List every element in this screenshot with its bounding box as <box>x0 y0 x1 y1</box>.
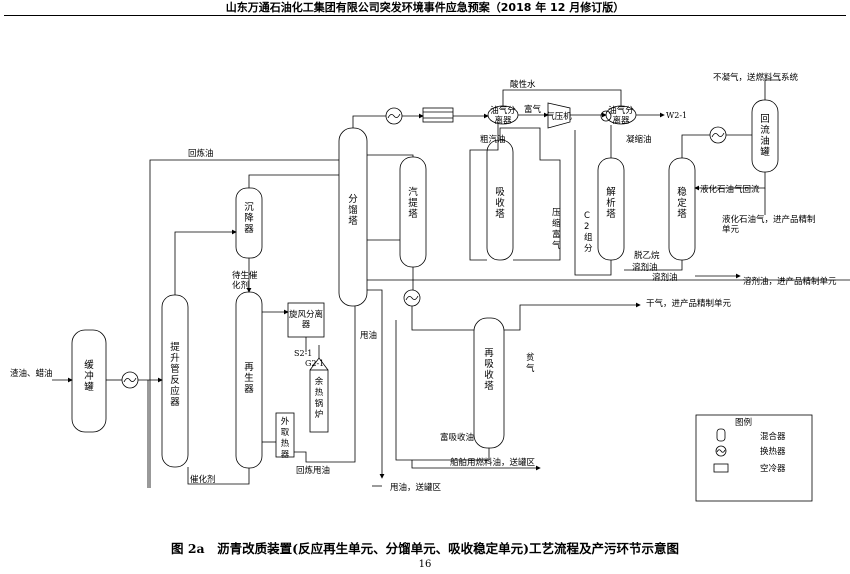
separator2-label: 油气分离器 <box>608 105 634 126</box>
ext-heat-label: 外取热器 <box>281 416 290 460</box>
compressor-label: 气压机 <box>546 111 572 122</box>
boiler-shape <box>309 369 329 433</box>
g2-label: G2-1 <box>305 359 324 368</box>
settler-label: 沉降器 <box>244 202 254 235</box>
ship-fuel-label: 船舶用燃料油，送罐区 <box>450 457 536 468</box>
spent-catalyst-label: 待生催化剂 <box>232 270 258 291</box>
figure-caption: 图 2a 沥青改质装置(反应再生单元、分馏单元、吸收稳定单元)工艺流程及产污环节… <box>171 541 679 556</box>
fractionator-label: 分馏塔 <box>348 194 358 227</box>
reabsorber-label: 再吸收塔 <box>484 348 494 392</box>
boiler-label: 余热锅炉 <box>315 376 324 420</box>
regenerator-label: 再生器 <box>244 362 254 395</box>
cyclone-label: 旋风分离器 <box>289 309 323 330</box>
dry-gas-label: 干气，进产品精制单元 <box>646 298 732 309</box>
solvent-oil2-label: 溶剂油 <box>652 272 678 283</box>
riser-reactor-label: 提升管反应器 <box>170 341 180 408</box>
rich-gas-label: 富气 <box>524 104 542 115</box>
desorber-label: 解析塔 <box>606 186 616 220</box>
recycle-oil-label: 回炼油 <box>188 148 214 159</box>
compressed-rich-gas-label: 压缩富气 <box>552 208 561 251</box>
header-rule <box>4 15 846 16</box>
condensate-label: 凝缩油 <box>626 134 652 145</box>
noncond-label: 不凝气，送燃料气系统 <box>713 72 799 83</box>
solvent-oil-label: 溶剂油 <box>632 262 658 273</box>
w2-label: W2-1 <box>666 111 687 120</box>
crude-gasoline-label: 粗汽油 <box>480 134 506 145</box>
buffer-tank-label: 缓冲罐 <box>84 359 94 393</box>
lean-gas-label: 贫气 <box>526 352 535 374</box>
absorber-label: 吸收塔 <box>495 187 505 220</box>
s2-label: S2-1 <box>294 349 312 358</box>
catalyst-label: 催化剂 <box>190 474 216 485</box>
air-cooler-shape <box>422 107 454 123</box>
reflux-tank-label: 回流油罐 <box>760 114 770 158</box>
legend-icons <box>713 428 729 473</box>
lpg-reflux-label: 液化石油气回流 <box>700 184 760 195</box>
deethanized-label: 脱乙烷 <box>634 250 660 261</box>
acid-water-label: 酸性水 <box>510 79 536 90</box>
lpg-label: 液化石油气，进产品精制单元 <box>722 214 816 235</box>
legend-title: 图例 <box>735 417 752 428</box>
solvent-product-label: 溶剂油，进产品精制单元 <box>743 276 837 287</box>
stabilizer-label: 稳定塔 <box>677 186 687 220</box>
legend-box <box>695 414 813 502</box>
compressor-shape <box>547 102 571 129</box>
legend-item-air-cooler: 空冷器 <box>760 463 786 474</box>
ext-heat-shape <box>275 412 295 458</box>
stripper-label: 汽提塔 <box>408 186 418 220</box>
separator1-label: 油气分离器 <box>490 105 516 126</box>
rich-absorb-oil-label: 富吸收油 <box>440 432 474 443</box>
slurry-recycle-label: 回炼甩油 <box>296 465 330 476</box>
slurry-label: 甩油 <box>360 330 377 341</box>
slurry-tank-label: 甩油，送罐区 <box>390 482 442 493</box>
header-title: 山东万通石油化工集团有限公司突发环境事件应急预案（2018 年 12 月修订版） <box>225 1 625 14</box>
feed-label: 渣油、蜡油 <box>10 368 53 379</box>
legend-item-mixer: 混合器 <box>760 431 786 442</box>
legend-item-heat-exchanger: 换热器 <box>760 446 786 457</box>
page-number: 16 <box>418 559 432 570</box>
